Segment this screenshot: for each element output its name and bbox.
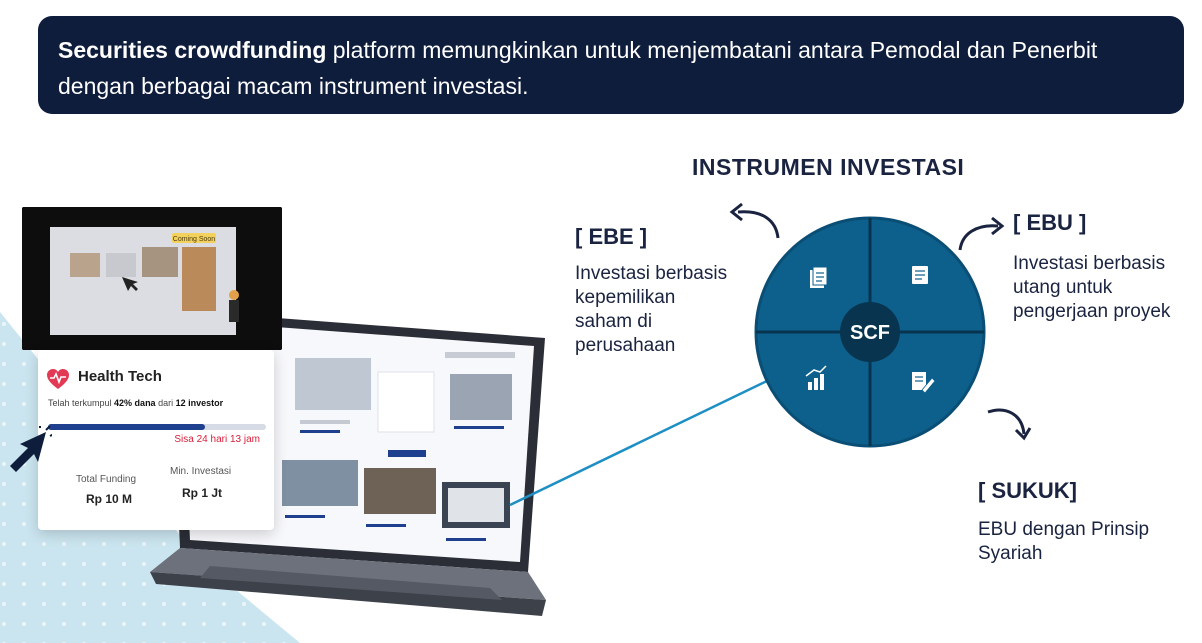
min-investment-label: Min. Investasi [170,466,232,477]
banner-text: platform memungkinkan untuk menjembatani… [58,37,1098,99]
cursor-arrow-icon [122,277,138,291]
presentation-photo: Coming Soon [22,207,282,350]
laptop-thumb-3 [282,460,358,506]
laptop-thumb-4 [364,468,436,514]
coming-soon-badge: Coming Soon [173,236,216,243]
total-funding-value: Rp 10 M [86,492,133,506]
edit-note-icon [912,372,936,394]
cursor-arrow-icon [10,426,52,472]
card-category: Health Tech [78,368,162,385]
ebe-tag: [ EBE ] [575,224,648,249]
document-icon [810,266,828,288]
background-decoration [0,312,300,643]
min-investment-value: Rp 1 Jt [182,486,223,500]
curved-arrow-icon [987,408,1032,441]
receipt-icon [912,266,928,284]
sukuk-tag: [ SUKUK] [978,478,1077,503]
total-funding-label: Total Funding [76,474,137,485]
scf-center-label: SCF [850,322,890,344]
remaining-time: Sisa 24 hari 13 jam [174,434,260,445]
card-collected-text: Telah terkumpul 42% dana dari 12 investo… [48,398,224,408]
funding-progress-bar [48,424,266,430]
project-card[interactable]: Health Tech Telah terkumpul 42% dana dar… [38,350,274,530]
laptop-thumb-2 [450,374,512,420]
scf-wheel: SCF [754,216,986,448]
chart-bar-icon [805,365,827,390]
header-banner: Securities crowdfunding platform memungk… [38,16,1184,114]
heart-pulse-icon [47,369,69,389]
curved-arrow-icon [958,216,1005,251]
ebu-tag: [ EBU ] [1013,210,1087,235]
sukuk-description: EBU dengan Prinsip Syariah [978,519,1150,564]
curved-arrow-icon [729,202,780,239]
banner-bold-text: Securities crowdfunding [58,37,327,63]
ebe-description: Investasi berbasis kepemilikan saham di … [575,263,728,356]
instrument-title: INSTRUMEN INVESTASI [692,154,965,180]
laptop-thumb-1 [295,358,371,410]
ebu-description: Investasi berbasis utang untuk pengerjaa… [1013,253,1171,322]
